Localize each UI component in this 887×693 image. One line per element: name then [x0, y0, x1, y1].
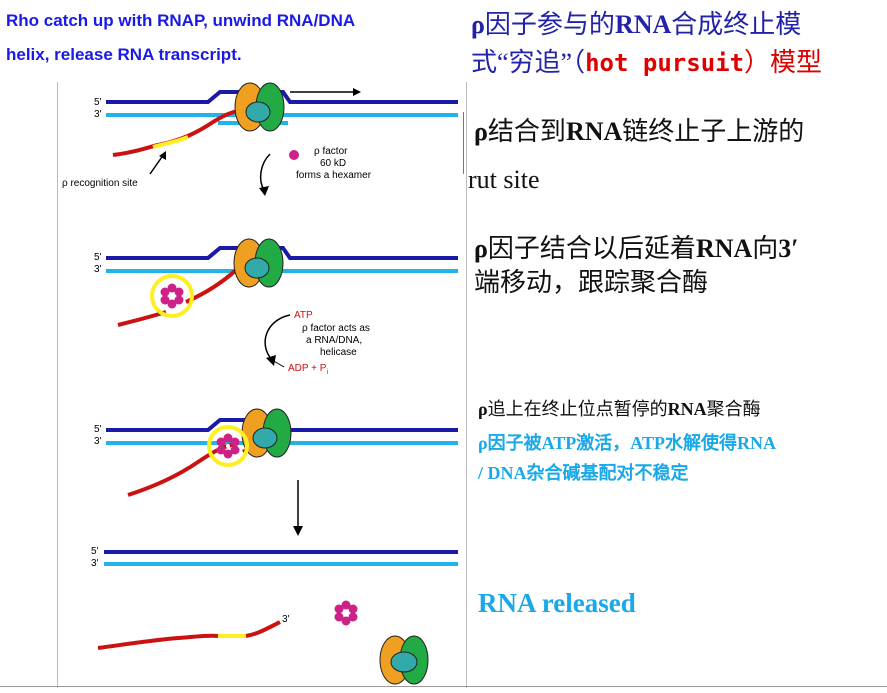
step-arrowhead-1-icon	[259, 186, 269, 196]
step-arrow-2	[264, 314, 291, 361]
rna-3prime-label: 3'	[282, 614, 290, 625]
free-rho-hexamer-icon	[334, 600, 358, 626]
released-rna-3prime	[245, 620, 281, 638]
annotation-rho-tracking: ρ因子结合以后延着RNA向3′ 端移动，跟踪聚合酶	[474, 234, 799, 297]
label-5prime: 5'	[94, 252, 102, 263]
step-arrow-1	[259, 153, 271, 191]
adp-branch	[271, 359, 285, 368]
rna-transcript	[112, 107, 259, 157]
title-line-1: Rho catch up with RNAP, unwind RNA/DNA	[6, 11, 356, 30]
rut-loop	[207, 425, 249, 467]
arrowhead-icon	[353, 88, 361, 96]
rho-factor-label-2: 60 kD	[320, 158, 346, 169]
rho-hexamer-icon	[160, 283, 184, 309]
bottom-border	[0, 686, 887, 687]
adp-label: ADP + Pi	[288, 363, 328, 376]
rnap-core-teal	[244, 257, 270, 279]
stage-2: 5' 3' ATP ρ factor acts as a	[94, 238, 458, 376]
step-arrowhead-3-icon	[293, 526, 303, 536]
annotation-atp-activation: ρ因子被ATP激活，ATP水解使得RNA / DNA杂合碱基配对不稳定	[478, 433, 776, 483]
rnap-core-teal	[245, 101, 271, 123]
annotation-catch-up: ρ追上在终止位点暂停的RNA聚合酶	[478, 399, 761, 419]
stage-4: 5' 3' 3'	[91, 546, 458, 685]
rho-factor-label-1: ρ factor	[314, 146, 348, 157]
stage-1: 5' 3' ρ recognition site ρ factor 60 kD	[62, 82, 458, 196]
title-english: Rho catch up with RNAP, unwind RNA/DNA h…	[6, 4, 446, 72]
label-3prime: 3'	[94, 264, 102, 275]
rna-transcript	[127, 442, 237, 497]
label-5prime: 5'	[94, 424, 102, 435]
label-5prime: 5'	[94, 97, 102, 108]
title-line-2: helix, release RNA transcript.	[6, 45, 242, 64]
rho-recognition-site-label: ρ recognition site	[62, 178, 138, 189]
label-5prime: 5'	[91, 546, 99, 557]
label-3prime: 3'	[94, 109, 102, 120]
helicase-label-3: helicase	[320, 347, 357, 358]
atp-label: ATP	[294, 310, 313, 321]
step-arrowhead-2-icon	[266, 355, 276, 366]
released-rnap-teal	[390, 651, 418, 673]
helicase-label-2: a RNA/DNA,	[306, 335, 362, 346]
annotation-rut-binding: ρ结合到RNA链终止子上游的 rut site	[468, 117, 805, 194]
rho-hexamer-icon	[216, 433, 240, 459]
stage-3: 5' 3'	[94, 408, 458, 536]
rut-site	[152, 135, 189, 149]
rho-factor-label-3: forms a hexamer	[296, 170, 372, 181]
helicase-label-1: ρ factor acts as	[302, 323, 370, 334]
rna-transcript	[117, 310, 167, 327]
rho-factor-dot-icon	[289, 150, 299, 160]
rho-termination-diagram: 5' 3' ρ recognition site ρ factor 60 kD	[62, 82, 458, 685]
annotation-model-title: ρ因子参与的RNA合成终止模 式“穷追”（hot pursuit）模型	[471, 10, 823, 77]
label-3prime: 3'	[91, 558, 99, 569]
divider-line	[463, 112, 464, 174]
label-3prime: 3'	[94, 436, 102, 447]
rut-loop	[150, 274, 194, 318]
released-rna	[97, 633, 219, 650]
diagram-panel: 5' 3' ρ recognition site ρ factor 60 kD	[57, 82, 467, 688]
annotation-rna-released: RNA released	[478, 588, 636, 618]
pointer-arrowhead-icon	[159, 151, 166, 160]
rnap-core-teal	[252, 427, 278, 449]
